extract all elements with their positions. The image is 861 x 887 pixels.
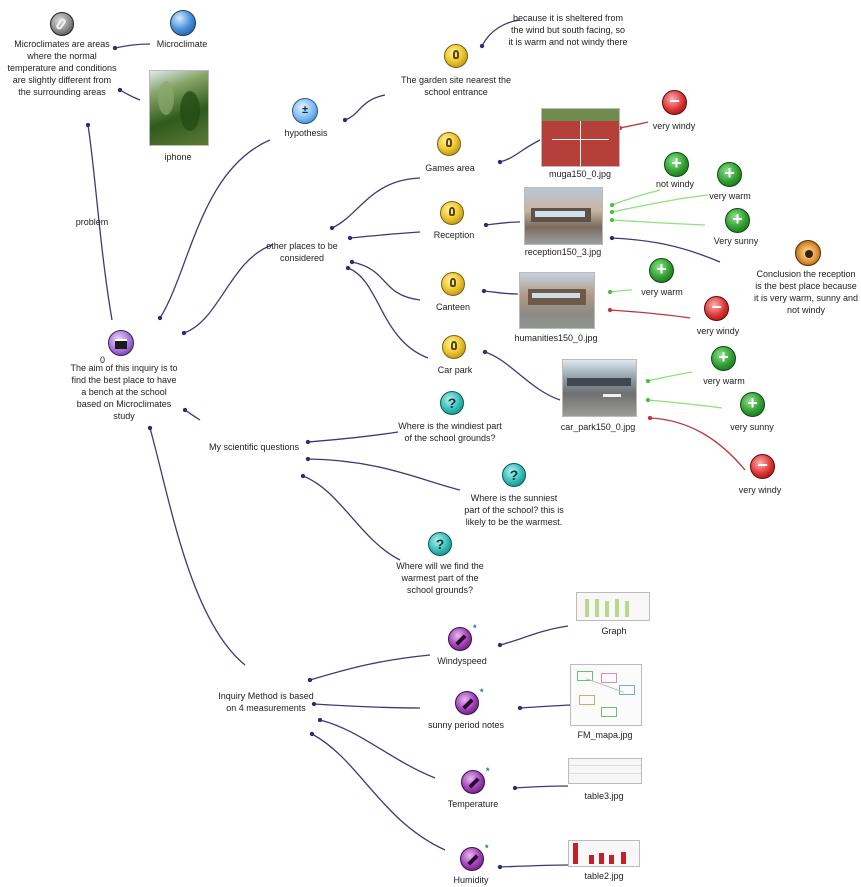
q-sunniest-label: Where is the sunniest part of the school…	[464, 493, 564, 527]
reception-image-label: reception150_3.jpg	[524, 247, 602, 257]
plus-icon[interactable]: +	[649, 258, 674, 283]
clapperboard-icon[interactable]	[108, 330, 134, 356]
conclusion-label: Conclusion the reception is the best pla…	[753, 269, 859, 315]
q-windiest-label: Where is the windiest part of the school…	[398, 421, 502, 443]
table3-thumbnail[interactable]	[568, 758, 642, 784]
star-marker: *	[485, 843, 489, 853]
aim-number: 0	[100, 355, 106, 365]
inquiry-method-label: Inquiry Method is based on 4 measurement…	[218, 691, 314, 713]
pencil-icon[interactable]	[455, 691, 479, 715]
scientific-questions-label: My scientific questions	[208, 442, 300, 452]
minus-icon[interactable]: −	[750, 454, 775, 479]
plus-icon[interactable]: +	[717, 162, 742, 187]
star-marker: *	[480, 687, 484, 697]
temperature-label: Temperature	[447, 799, 499, 809]
humanities-image-label: humanities150_0.jpg	[514, 333, 598, 343]
not-windy-label: not windy	[655, 179, 695, 189]
sunny-period-notes-label: sunny period notes	[427, 720, 505, 730]
garden-site-label: The garden site nearest the school entra…	[400, 75, 512, 97]
chain-link-icon[interactable]	[50, 12, 74, 36]
lightbulb-icon[interactable]	[440, 201, 464, 225]
car-park-photo[interactable]	[562, 359, 637, 417]
question-icon[interactable]: ?	[502, 463, 526, 487]
graph-label: Graph	[601, 626, 627, 636]
muga-image-label: muga150_0.jpg	[548, 169, 612, 179]
pencil-icon[interactable]	[448, 627, 472, 651]
other-places-label: other places to be considered	[266, 241, 338, 263]
very-windy-label: very windy	[738, 485, 782, 495]
question-icon[interactable]: ?	[440, 391, 464, 415]
lightbulb-icon[interactable]	[441, 272, 465, 296]
plus-icon[interactable]: +	[664, 152, 689, 177]
plus-icon[interactable]: +	[711, 346, 736, 371]
sheltered-reason-label: because it is sheltered from the wind bu…	[508, 13, 628, 47]
very-sunny-label: Very sunny	[713, 236, 759, 246]
fm-mapa-label: FM_mapa.jpg	[577, 730, 633, 740]
car-park-image-label: car_park150_0.jpg	[560, 422, 636, 432]
aim-label: The aim of this inquiry is to find the b…	[70, 363, 178, 421]
plus-minus-icon[interactable]: ±	[292, 98, 318, 124]
iphone-label: iphone	[164, 152, 192, 162]
hypothesis-label: hypothesis	[284, 128, 328, 138]
canteen-label: Canteen	[435, 302, 471, 312]
plus-icon[interactable]: +	[725, 208, 750, 233]
reception-label: Reception	[433, 230, 475, 240]
star-marker: *	[473, 623, 477, 633]
table2-thumbnail[interactable]	[568, 840, 640, 867]
table3-label: table3.jpg	[584, 791, 624, 801]
lightbulb-icon[interactable]	[444, 44, 468, 68]
problem-label: problem	[75, 217, 109, 227]
muga-photo[interactable]	[541, 108, 620, 167]
eye-icon[interactable]	[795, 240, 821, 266]
minus-icon[interactable]: −	[662, 90, 687, 115]
microclimate-label: Microclimate	[156, 39, 208, 49]
graph-thumbnail[interactable]	[576, 592, 650, 621]
microclimate-definition-label: Microclimates are areas where the normal…	[7, 39, 117, 97]
humanities-photo[interactable]	[519, 272, 595, 329]
pencil-icon[interactable]	[460, 847, 484, 871]
minus-icon[interactable]: −	[704, 296, 729, 321]
question-icon[interactable]: ?	[428, 532, 452, 556]
very-windy-label: very windy	[696, 326, 740, 336]
lightbulb-icon[interactable]	[442, 335, 466, 359]
q-warmest-label: Where will we find the warmest part of t…	[396, 561, 484, 595]
lightbulb-icon[interactable]	[437, 132, 461, 156]
reception-photo[interactable]	[524, 187, 603, 245]
plus-icon[interactable]: +	[740, 392, 765, 417]
very-windy-label: very windy	[652, 121, 696, 131]
very-warm-label: very warm	[703, 376, 745, 386]
star-marker: *	[486, 766, 490, 776]
windyspeed-label: Windyspeed	[437, 656, 487, 666]
very-sunny-label: very sunny	[730, 422, 774, 432]
humidity-label: Humidity	[453, 875, 489, 885]
iphone-photo[interactable]	[149, 70, 209, 146]
very-warm-label: very warm	[641, 287, 683, 297]
pencil-icon[interactable]	[461, 770, 485, 794]
very-warm-label: very warm	[709, 191, 751, 201]
table2-label: table2.jpg	[584, 871, 624, 881]
globe-icon[interactable]	[170, 10, 196, 36]
fm-mapa-thumbnail[interactable]	[570, 664, 642, 726]
car-park-label: Car park	[437, 365, 473, 375]
games-area-label: Games area	[425, 163, 475, 173]
